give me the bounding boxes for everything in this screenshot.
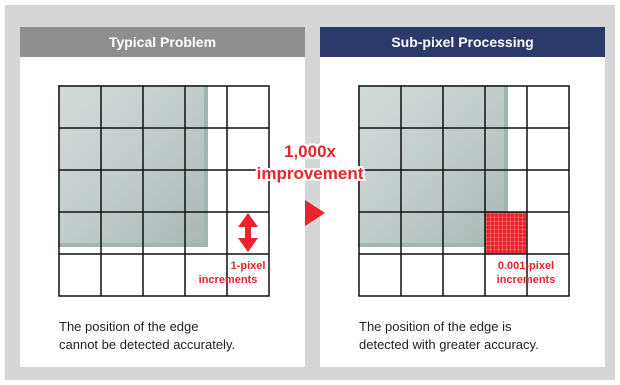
glass-edge-highlight-bottom <box>58 243 208 247</box>
caption-line: cannot be detected accurately. <box>59 337 236 352</box>
double-arrow-icon <box>238 213 258 252</box>
pixel-grid-diagram-left: 1-pixel increments <box>58 85 270 297</box>
caption-line: The position of the edge <box>59 319 199 334</box>
glass-edge-highlight-bottom <box>358 243 508 247</box>
subpixel-grid-highlight <box>485 212 527 254</box>
pixel-grid <box>358 85 570 297</box>
increment-label-line1: 1-pixel <box>231 260 266 272</box>
right-arrow-icon <box>305 200 325 226</box>
improvement-word: improvement <box>256 164 364 183</box>
typical-problem-header: Typical Problem <box>20 27 305 57</box>
glass-object <box>58 85 208 247</box>
pixel-grid <box>58 85 270 297</box>
subpixel-processing-header: Sub-pixel Processing <box>320 27 605 57</box>
increment-label-line1: 0.001-pixel <box>498 260 554 272</box>
improvement-label: 1,000x improvement <box>250 141 370 185</box>
glass-edge-highlight-right <box>204 85 208 247</box>
increment-label-line2: increments <box>199 274 258 286</box>
improvement-factor: 1,000x <box>284 142 336 161</box>
typical-problem-caption: The position of the edge cannot be detec… <box>59 318 309 354</box>
glass-object <box>358 85 508 247</box>
subpixel-processing-caption: The position of the edge is detected wit… <box>359 318 609 354</box>
glass-edge-highlight-right <box>504 85 508 247</box>
pixel-grid-diagram-right: 0.001-pixel increments <box>358 85 570 297</box>
caption-line: detected with greater accuracy. <box>359 337 539 352</box>
caption-line: The position of the edge is <box>359 319 512 334</box>
increment-label-line2: increments <box>497 274 556 286</box>
